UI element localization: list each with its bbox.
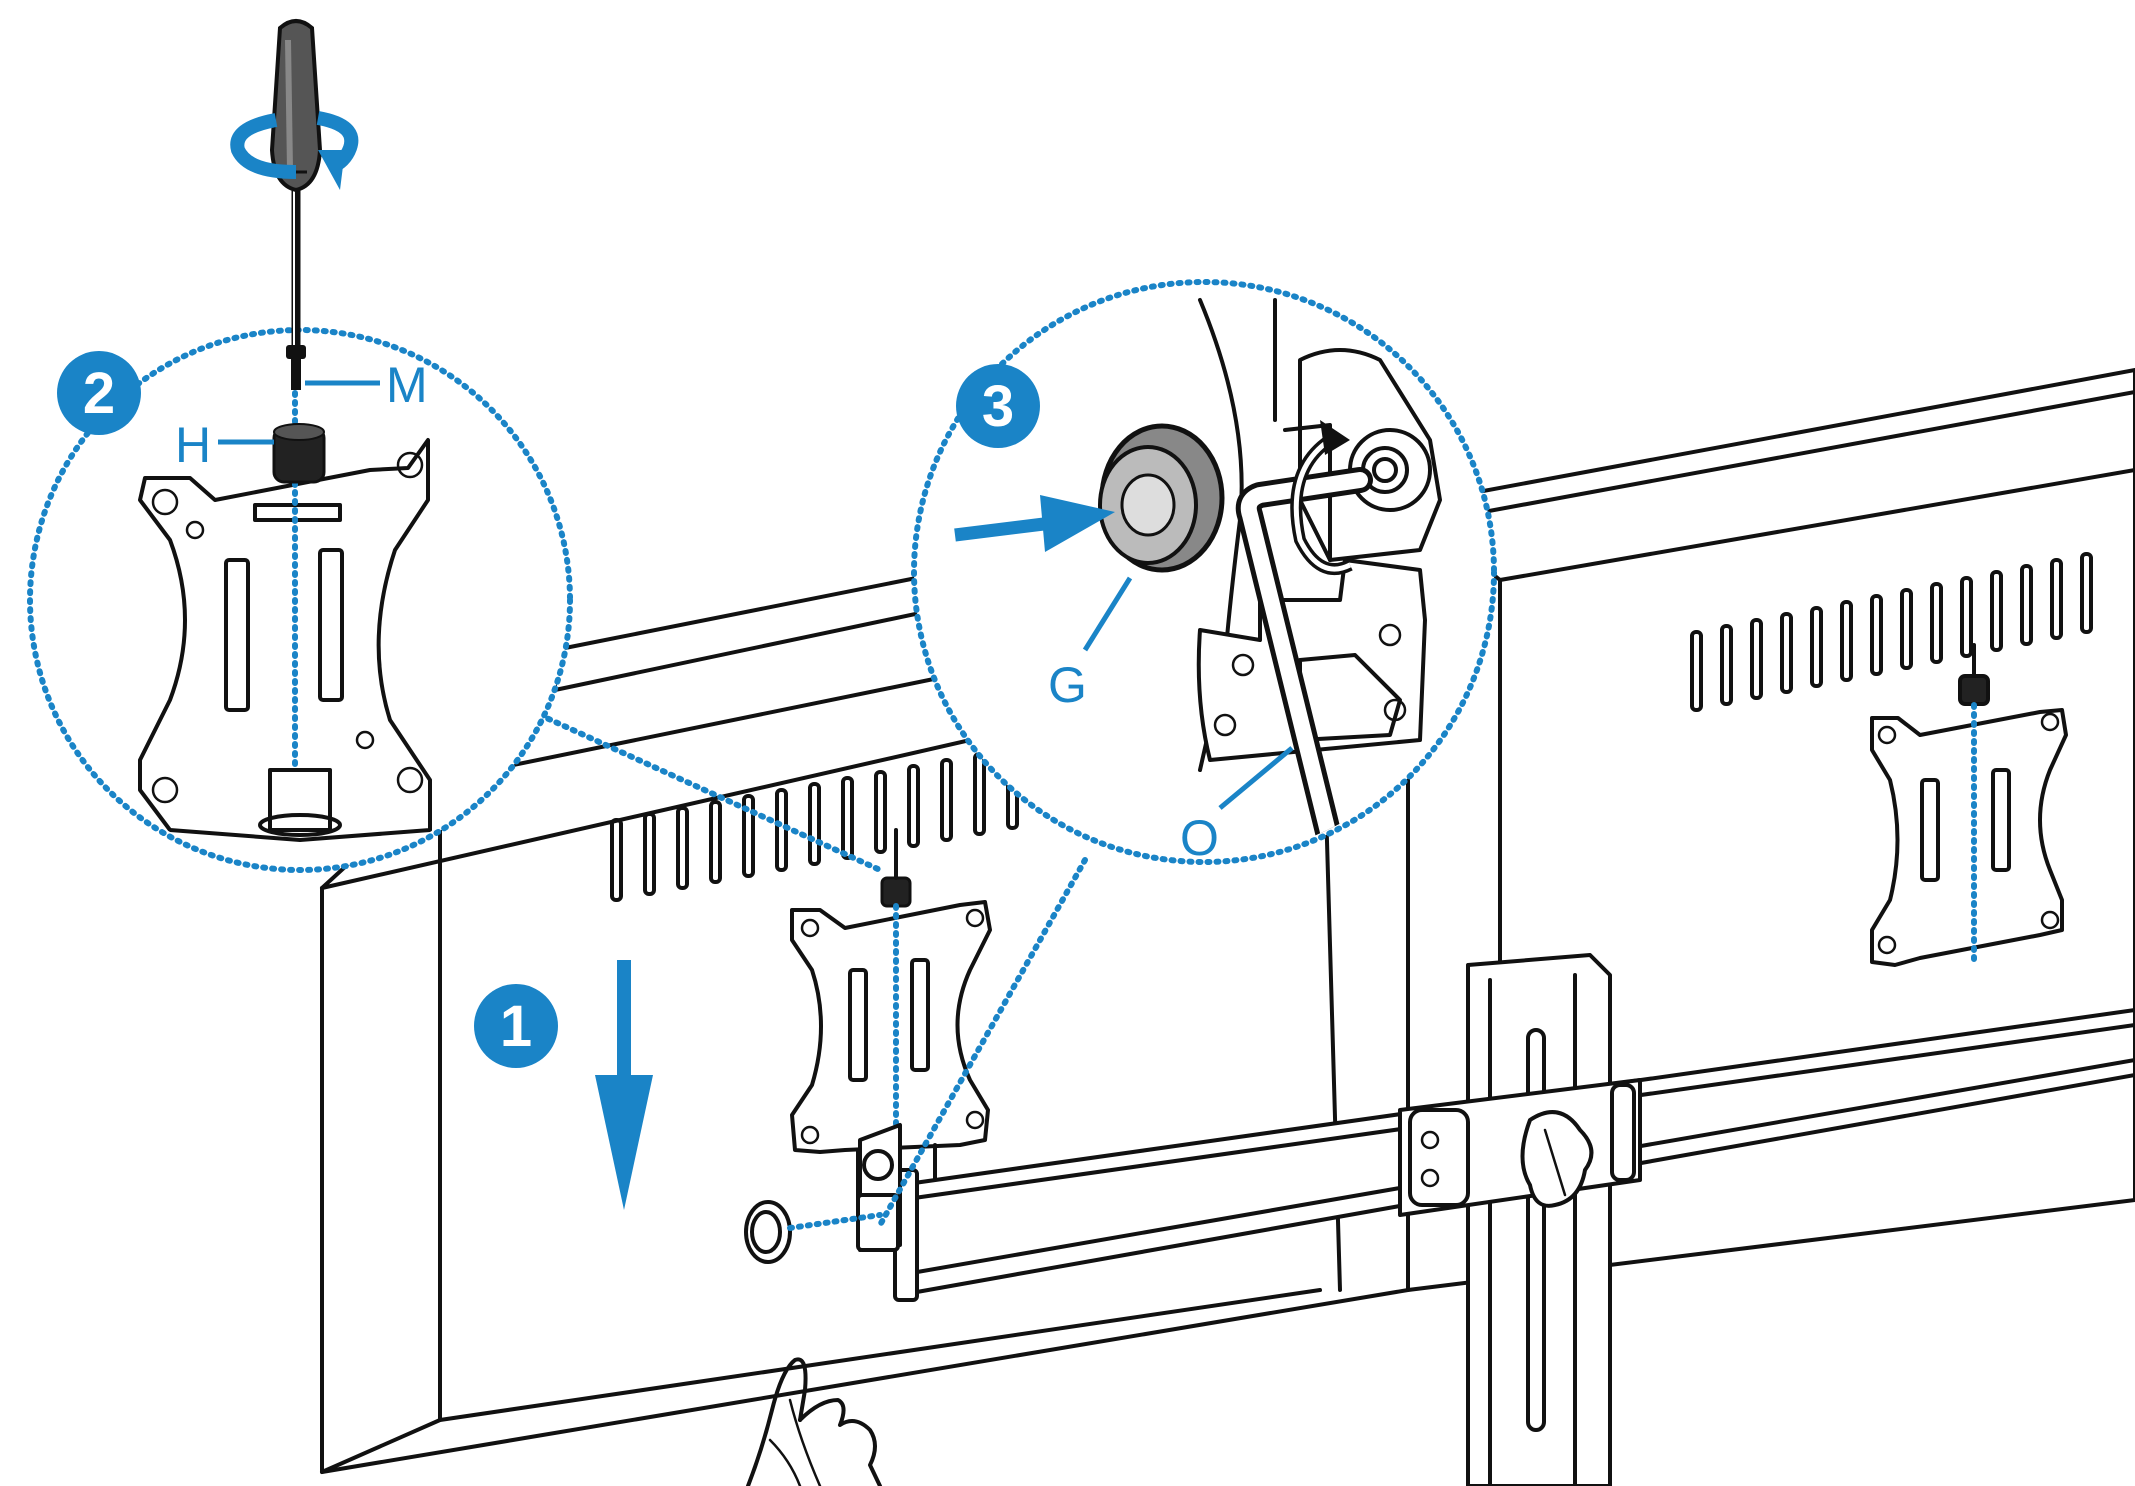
down-arrow-icon: [595, 1075, 653, 1210]
step-2-number: 2: [83, 361, 115, 426]
step-1-group: 1: [474, 960, 653, 1210]
thumb-knob-g-icon: [1098, 423, 1225, 573]
push-arrow-icon: [1040, 495, 1115, 552]
spacer-h-icon: [272, 423, 326, 484]
right-vent-slots: [1690, 552, 2093, 712]
step-1-badge: [474, 984, 558, 1068]
step-2-callout: M H 2: [27, 327, 573, 873]
step-1-number: 1: [500, 994, 532, 1059]
right-vesa-plate: [1870, 643, 2068, 967]
step-3-number: 3: [982, 374, 1014, 439]
label-m: M: [386, 357, 428, 413]
left-vent-slots: [610, 746, 1019, 902]
thumb-knob-g-small: [744, 1200, 883, 1264]
rotation-arrow-icon: [230, 111, 359, 190]
label-o: O: [1180, 810, 1219, 866]
label-g: G: [1048, 657, 1087, 713]
screwdriver-icon: [269, 19, 323, 345]
step-2-badge: [57, 351, 141, 435]
step-3-callout: G O 3: [911, 279, 1497, 866]
pole-clamp: [1398, 953, 1642, 1486]
step-3-badge: [956, 364, 1040, 448]
label-h: H: [175, 417, 211, 473]
hand: [746, 1357, 882, 1486]
screw-m-icon: [286, 345, 306, 390]
push-arrow-shaft: [954, 515, 1061, 542]
